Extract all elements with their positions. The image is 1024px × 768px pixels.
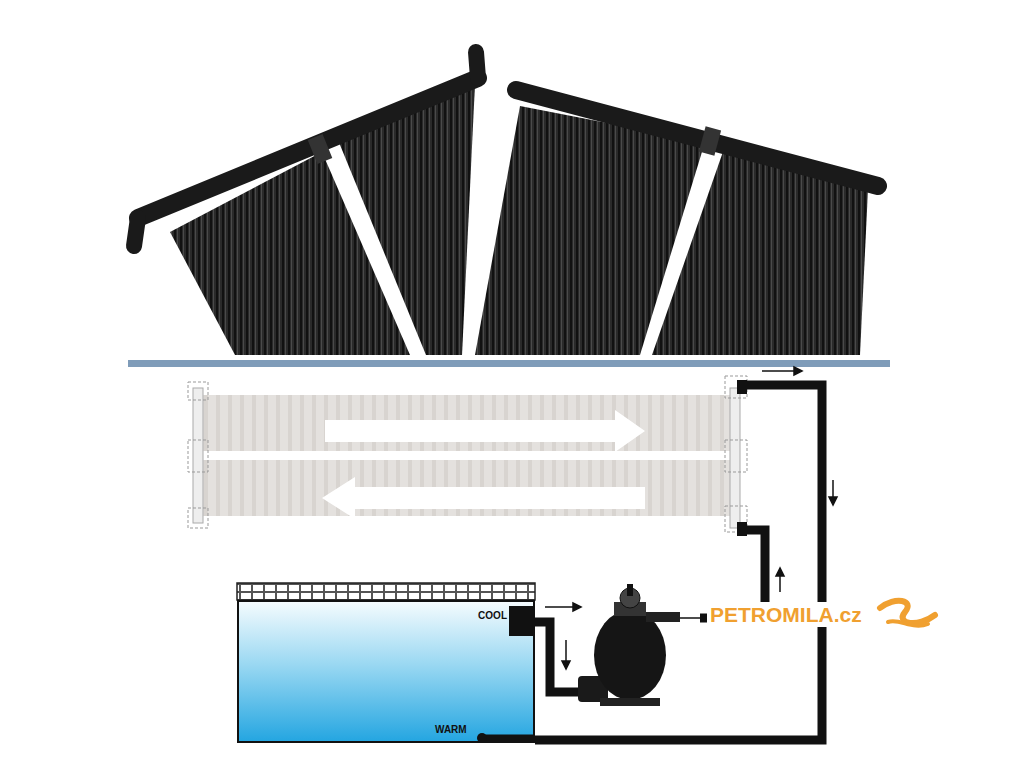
pool-coping <box>237 583 535 600</box>
watermark: PETROMILA.cz <box>707 602 865 627</box>
panel-schematic <box>188 376 747 532</box>
outlet-label: WARM <box>435 724 467 735</box>
arrowhead <box>776 568 784 576</box>
return-inlet <box>477 733 487 741</box>
filter-tank <box>594 610 666 700</box>
dashed-fitting <box>725 440 747 472</box>
separator-line <box>128 360 890 367</box>
dashed-fitting <box>188 382 208 400</box>
pipe-fitting <box>737 380 747 394</box>
arrow-line <box>779 575 781 592</box>
arrowhead <box>829 497 837 505</box>
inlet-label: COOL <box>478 610 507 621</box>
pump-filter <box>578 584 680 706</box>
logo-swirl <box>888 621 928 626</box>
faded-header <box>730 388 740 528</box>
faded-panel <box>202 395 732 451</box>
solar-panels-right <box>475 90 878 355</box>
pool: COOL WARM <box>237 600 535 743</box>
header-pipe <box>138 78 478 218</box>
arrow-line <box>565 640 567 662</box>
skimmer <box>509 606 533 636</box>
flow-arrow <box>322 477 645 519</box>
return-pipe <box>482 735 533 742</box>
arrow-line <box>545 606 574 608</box>
pipe-elbow <box>476 52 478 78</box>
skimmer-pipe <box>535 622 582 692</box>
warm-return-pipe <box>535 385 822 740</box>
dashed-fitting <box>725 376 747 398</box>
pipe-coupler <box>308 134 333 164</box>
filter-outlet <box>646 612 680 622</box>
pipes <box>535 385 822 740</box>
header-pipe <box>516 90 878 186</box>
flow-arrow <box>325 410 645 452</box>
dashed-fitting <box>188 440 208 472</box>
arrowhead <box>794 367 802 375</box>
arrowhead <box>573 603 581 611</box>
faded-header <box>193 388 203 523</box>
pipe-fitting <box>737 522 747 536</box>
dashed-fitting <box>188 508 208 528</box>
pool-fittings <box>239 602 533 741</box>
solar-panels-left <box>134 52 478 355</box>
filter-base <box>600 698 660 706</box>
arrow-line <box>680 617 700 619</box>
valve-handle <box>627 584 633 596</box>
arrowhead <box>562 661 570 669</box>
arrow-line <box>762 370 795 372</box>
pipe-elbow <box>134 218 138 246</box>
logo-swirl <box>880 601 935 623</box>
pipe-coupler <box>699 126 721 155</box>
arrow-line <box>832 480 834 498</box>
